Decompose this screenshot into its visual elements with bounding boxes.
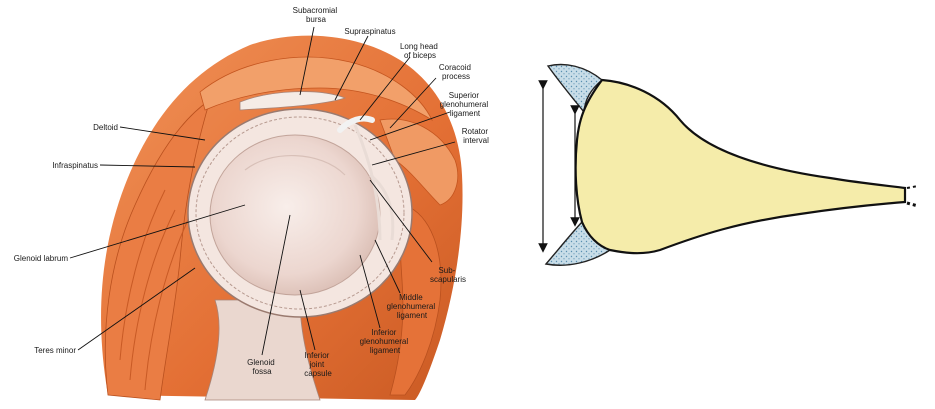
label-teres-minor: Teres minor — [34, 346, 76, 355]
glenoid-bone-wedge — [574, 78, 907, 255]
leader-lines — [69, 26, 456, 356]
label-coracoid-process: Coracoid process — [439, 63, 473, 81]
label-glenoid-fossa: Glenoid fossa — [247, 358, 277, 376]
label-glenoid-labrum: Glenoid labrum — [14, 254, 69, 263]
subacromial-bursa — [239, 91, 347, 111]
label-supraspinatus: Supraspinatus — [344, 27, 395, 36]
biceps-tendon — [337, 115, 375, 133]
label-subscapularis: Sub- scapularis — [430, 266, 466, 284]
label-rotator-interval: Rotator interval — [462, 127, 490, 145]
label-middle-gh-ligament: Middle glenohumeral ligament — [387, 293, 438, 320]
labrum-top — [546, 63, 604, 114]
label-inferior-gh-ligament: Inferior glenohumeral ligament — [360, 328, 411, 355]
label-deltoid: Deltoid — [93, 123, 118, 132]
label-superior-gh-ligament: Superior glenohumeral ligament — [440, 91, 491, 118]
label-infraspinatus: Infraspinatus — [52, 161, 98, 170]
label-long-head-biceps: Long head of biceps — [400, 42, 440, 60]
supraspinatus-muscle — [199, 56, 433, 122]
coracoid-region — [379, 118, 459, 206]
labels: Subacromial bursa Supraspinatus Long hea… — [14, 6, 491, 378]
scapula-neck — [204, 299, 321, 401]
label-subacromial-bursa: Subacromial bursa — [293, 6, 340, 24]
glenoid-cross-section — [538, 63, 919, 266]
shoulder-illustration — [101, 35, 463, 401]
glenoid-fossa-surface — [209, 134, 381, 296]
label-inferior-joint-capsule: Inferior joint capsule — [304, 351, 332, 378]
